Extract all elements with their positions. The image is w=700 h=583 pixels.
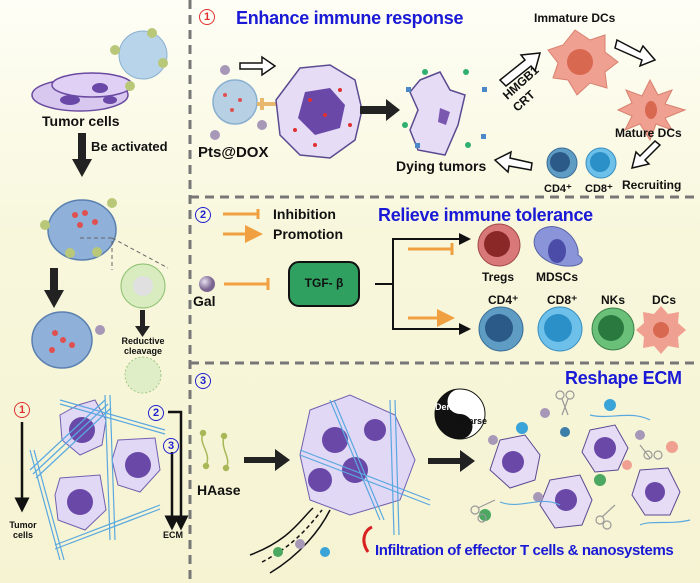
tregs-cell	[477, 223, 521, 267]
down-arrow-2	[44, 268, 64, 308]
tumor-ecm-composite	[29, 394, 166, 561]
sparse-tumor-cell	[631, 467, 681, 516]
legend-inhibition-label: Inhibition	[273, 206, 336, 222]
hollow-arrow-1	[239, 55, 277, 77]
infiltration-road	[249, 507, 331, 574]
cd4-cell	[546, 147, 578, 179]
immune-cell-bottom	[31, 311, 105, 369]
sparse-tumor-cell	[539, 474, 593, 529]
cd4-label-s2: CD4⁺	[488, 293, 519, 307]
road-nk-cell	[273, 547, 283, 557]
section-dividers	[188, 0, 700, 583]
section2-number: 2	[195, 207, 211, 223]
nks-label: NKs	[601, 293, 626, 307]
activated-immune-cell	[40, 198, 117, 261]
infiltration-label: Infiltration of effector T cells & nanos…	[375, 542, 674, 559]
road-nanoparticle	[295, 539, 305, 549]
pathway-marker-2: 2	[148, 405, 164, 421]
legend-inhibition-line	[223, 209, 260, 219]
reductive-cleavage-label: Reductive cleavage	[121, 336, 165, 356]
tumor-cells-label: Tumor cells	[42, 113, 120, 129]
black-arrow-1	[360, 99, 400, 121]
zoom-callout-lines	[80, 237, 169, 270]
cd8-label-s2: CD8⁺	[547, 293, 578, 307]
tgf-beta-box	[288, 261, 360, 307]
dense-label: Dense	[435, 402, 463, 412]
branch-inhibition	[408, 243, 454, 255]
mature-dc	[616, 78, 687, 142]
mdscs-label: MDSCs	[536, 270, 579, 284]
curved-red-arrow	[362, 525, 373, 553]
haase-label: HAase	[197, 482, 241, 498]
tgf-beta-label: TGF- β	[304, 276, 344, 290]
immature-dc	[547, 29, 619, 96]
black-arrow-haase	[244, 449, 290, 471]
road-cd8-cell	[320, 547, 330, 557]
scissors-icons	[470, 390, 663, 530]
tgf-branch-lines	[375, 233, 471, 335]
haase-molecules	[199, 429, 230, 472]
pts-dox-cell	[210, 65, 267, 140]
pathway-arrows	[14, 410, 189, 531]
section2-title: Relieve immune tolerance	[378, 205, 593, 225]
cd4-label: CD4⁺	[544, 183, 572, 195]
hollow-arrow-hmgb1	[498, 52, 542, 88]
hollow-arrow-mature	[614, 38, 657, 68]
pts-dox-label: Pts@DOX	[198, 144, 269, 161]
hollow-arrow-recruiting	[630, 139, 662, 170]
gal-inhibition-arrow	[224, 278, 270, 290]
cd4-cell-s2	[478, 306, 524, 352]
be-activated-arrow	[72, 133, 92, 177]
section3-number: 3	[195, 373, 211, 389]
immature-dcs-label: Immature DCs	[534, 11, 616, 25]
yin-yang-symbol	[434, 388, 486, 440]
cd8-cell	[585, 147, 617, 179]
dying-tumors-label: Dying tumors	[396, 158, 487, 174]
legend-promotion-label: Promotion	[273, 226, 343, 242]
nks-cell	[591, 307, 635, 351]
gal-label: Gal	[193, 293, 216, 309]
target-tumor-cell	[275, 64, 363, 159]
tumor-cells-cluster	[31, 72, 133, 112]
nanoparticle-cleaved	[124, 356, 162, 394]
nanoparticle-core	[133, 276, 153, 296]
gal-sphere	[199, 276, 215, 292]
cd8-label: CD8⁺	[585, 183, 613, 195]
immune-cell-top	[110, 28, 168, 91]
be-activated-label: Be activated	[91, 139, 168, 154]
section3-title: Reshape ECM	[565, 368, 682, 388]
mature-dcs-label: Mature DCs	[615, 126, 682, 140]
dense-tumor-ecm	[299, 394, 431, 536]
section1-number: 1	[199, 9, 215, 25]
tregs-label: Tregs	[482, 270, 515, 284]
sparse-label: Sparse	[457, 416, 488, 426]
section1-title: Enhance immune response	[236, 8, 464, 28]
dcs-cell	[636, 306, 686, 354]
sparse-tumor-cell	[581, 424, 629, 473]
sparse-ecm-tumors	[470, 390, 691, 530]
cd8-cell-s2	[537, 306, 583, 352]
dying-tumor-cell	[402, 69, 487, 156]
mdscs-cell	[533, 226, 583, 267]
tumor-cells-bottom-label: Tumor cells	[9, 520, 37, 540]
recruiting-label: Recruiting	[622, 178, 682, 192]
dcs-label: DCs	[652, 293, 677, 307]
hollow-arrow-back	[493, 150, 533, 174]
pathway-marker-1: 1	[14, 402, 30, 418]
black-arrow-ecm	[428, 450, 475, 472]
ecm-label: ECM	[163, 530, 183, 540]
pathway-marker-3: 3	[163, 438, 179, 454]
sparse-tumor-cell	[489, 434, 541, 489]
reductive-cleavage-arrow	[135, 310, 150, 337]
